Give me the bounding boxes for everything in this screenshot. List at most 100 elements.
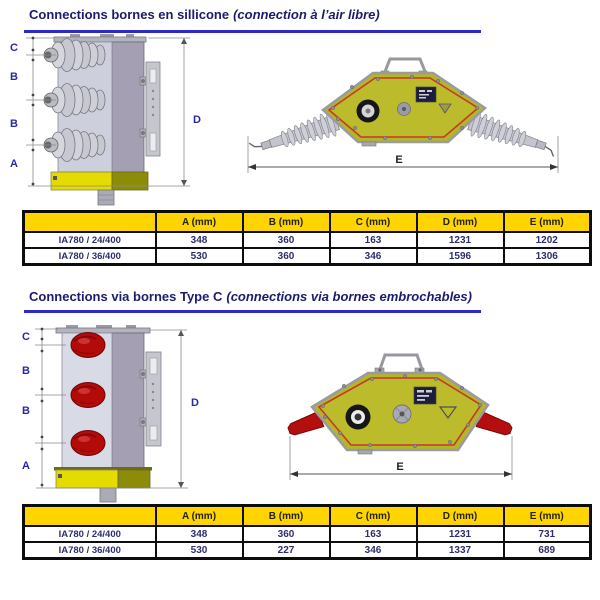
value-c: 346 bbox=[328, 247, 418, 266]
type-c-connector-icon bbox=[70, 331, 106, 359]
table-row: IA780 / 24/400 348 360 163 1231 1202 bbox=[22, 231, 592, 249]
value-a: 348 bbox=[154, 231, 244, 249]
nameplate bbox=[415, 86, 437, 103]
dim-label-e: E bbox=[395, 154, 402, 166]
model-cell: IA780 / 24/400 bbox=[22, 231, 157, 249]
dim-label-c: C bbox=[10, 42, 18, 54]
left-dimension-lines bbox=[26, 37, 190, 187]
d-dimension bbox=[148, 37, 190, 186]
dim-label-a: A bbox=[22, 460, 30, 472]
column-header-d: D (mm) bbox=[415, 504, 505, 527]
silicone-bushing-icon bbox=[246, 108, 342, 163]
type-c-connector-icon bbox=[70, 381, 106, 409]
section2-title-rule bbox=[24, 310, 481, 313]
section2-drawing: C B B A D bbox=[22, 325, 515, 503]
e-dimension bbox=[289, 436, 513, 480]
dim-label-d: D bbox=[191, 397, 199, 409]
dim-label-b: B bbox=[22, 405, 30, 417]
value-e: 1306 bbox=[502, 247, 592, 266]
column-header-d: D (mm) bbox=[415, 210, 505, 233]
value-c: 163 bbox=[328, 231, 418, 249]
lift-handle bbox=[374, 353, 425, 374]
left-dimension-lines bbox=[35, 328, 188, 489]
value-a: 348 bbox=[154, 525, 244, 543]
dimension-ticks bbox=[40, 327, 44, 487]
section1-title-main: Connections bornes en sillicone bbox=[29, 7, 230, 22]
model-cell: IA780 / 36/400 bbox=[22, 541, 157, 560]
section1-side-view: C B B A D bbox=[10, 34, 201, 206]
section2-title-main: Connections via bornes Type C bbox=[29, 289, 223, 304]
bottom-stub bbox=[97, 189, 115, 206]
section2-side-view: C B B A D bbox=[22, 325, 199, 503]
section2-title-paren: (connections via bornes embrochables) bbox=[226, 289, 472, 304]
dim-label-d: D bbox=[193, 114, 201, 126]
value-b: 360 bbox=[241, 525, 331, 543]
section1-title-rule bbox=[24, 30, 481, 33]
base-front bbox=[55, 469, 119, 489]
value-a: 530 bbox=[154, 541, 244, 560]
value-b: 360 bbox=[241, 231, 331, 249]
column-header-e: E (mm) bbox=[502, 504, 592, 527]
top-mount-plate bbox=[55, 327, 151, 334]
section2-top-view: E bbox=[285, 353, 515, 480]
section2-dimensions-table: A (mm) B (mm) C (mm) D (mm) E (mm) IA780… bbox=[22, 504, 592, 560]
mounting-bracket bbox=[139, 351, 162, 447]
section1-title: Connections bornes en sillicone(connecti… bbox=[29, 7, 380, 22]
base-back bbox=[111, 171, 149, 191]
mounting-bracket bbox=[139, 61, 161, 157]
value-b: 360 bbox=[241, 247, 331, 266]
column-header-c: C (mm) bbox=[328, 210, 418, 233]
column-header-a: A (mm) bbox=[154, 210, 244, 233]
column-header-c: C (mm) bbox=[328, 504, 418, 527]
d-dimension bbox=[150, 329, 187, 488]
value-e: 731 bbox=[502, 525, 592, 543]
table-row: IA780 / 24/400 348 360 163 1231 731 bbox=[22, 525, 592, 543]
section2-title: Connections via bornes Type C(connection… bbox=[29, 289, 472, 304]
section1-top-view: E bbox=[246, 57, 561, 173]
value-d: 1337 bbox=[415, 541, 505, 560]
value-e: 689 bbox=[502, 541, 592, 560]
column-header-model bbox=[22, 210, 157, 233]
dim-label-b: B bbox=[10, 71, 18, 83]
bolt-icons bbox=[331, 75, 479, 140]
silicone-bushing-icon bbox=[465, 108, 561, 163]
dim-label-b: B bbox=[10, 118, 18, 130]
column-header-b: B (mm) bbox=[241, 210, 331, 233]
column-header-a: A (mm) bbox=[154, 504, 244, 527]
value-d: 1596 bbox=[415, 247, 505, 266]
table-header-row: A (mm) B (mm) C (mm) D (mm) E (mm) bbox=[22, 210, 592, 233]
value-a: 530 bbox=[154, 247, 244, 266]
shaft-port-icon bbox=[392, 404, 412, 424]
dimension-ticks bbox=[31, 36, 35, 186]
section1-drawing: C B B A D bbox=[10, 34, 561, 206]
value-e: 1202 bbox=[502, 231, 592, 249]
base-front bbox=[50, 171, 113, 191]
type-c-connector-icon bbox=[70, 429, 106, 457]
value-b: 227 bbox=[241, 541, 331, 560]
warning-triangle-icon bbox=[438, 103, 452, 114]
nameplate bbox=[413, 386, 437, 405]
value-c: 163 bbox=[328, 525, 418, 543]
value-d: 1231 bbox=[415, 525, 505, 543]
value-c: 346 bbox=[328, 541, 418, 560]
breaker-body-back bbox=[111, 41, 145, 173]
dim-label-e: E bbox=[396, 461, 403, 473]
model-cell: IA780 / 24/400 bbox=[22, 525, 157, 543]
breaker-body-back bbox=[111, 332, 145, 471]
bottom-stub bbox=[99, 487, 117, 503]
table-row: IA780 / 36/400 530 227 346 1337 689 bbox=[22, 541, 592, 560]
dim-label-a: A bbox=[10, 158, 18, 170]
model-cell: IA780 / 36/400 bbox=[22, 247, 157, 266]
value-d: 1231 bbox=[415, 231, 505, 249]
cable-gland-ring-icon bbox=[356, 99, 380, 123]
column-header-e: E (mm) bbox=[502, 210, 592, 233]
section1-dimensions-table: A (mm) B (mm) C (mm) D (mm) E (mm) IA780… bbox=[22, 210, 592, 266]
dim-label-c: C bbox=[22, 331, 30, 343]
shaft-port-icon bbox=[397, 102, 411, 116]
dim-label-b: B bbox=[22, 365, 30, 377]
table-header-row: A (mm) B (mm) C (mm) D (mm) E (mm) bbox=[22, 504, 592, 527]
column-header-model bbox=[22, 504, 157, 527]
column-header-b: B (mm) bbox=[241, 504, 331, 527]
warning-triangle-icon bbox=[438, 406, 458, 420]
